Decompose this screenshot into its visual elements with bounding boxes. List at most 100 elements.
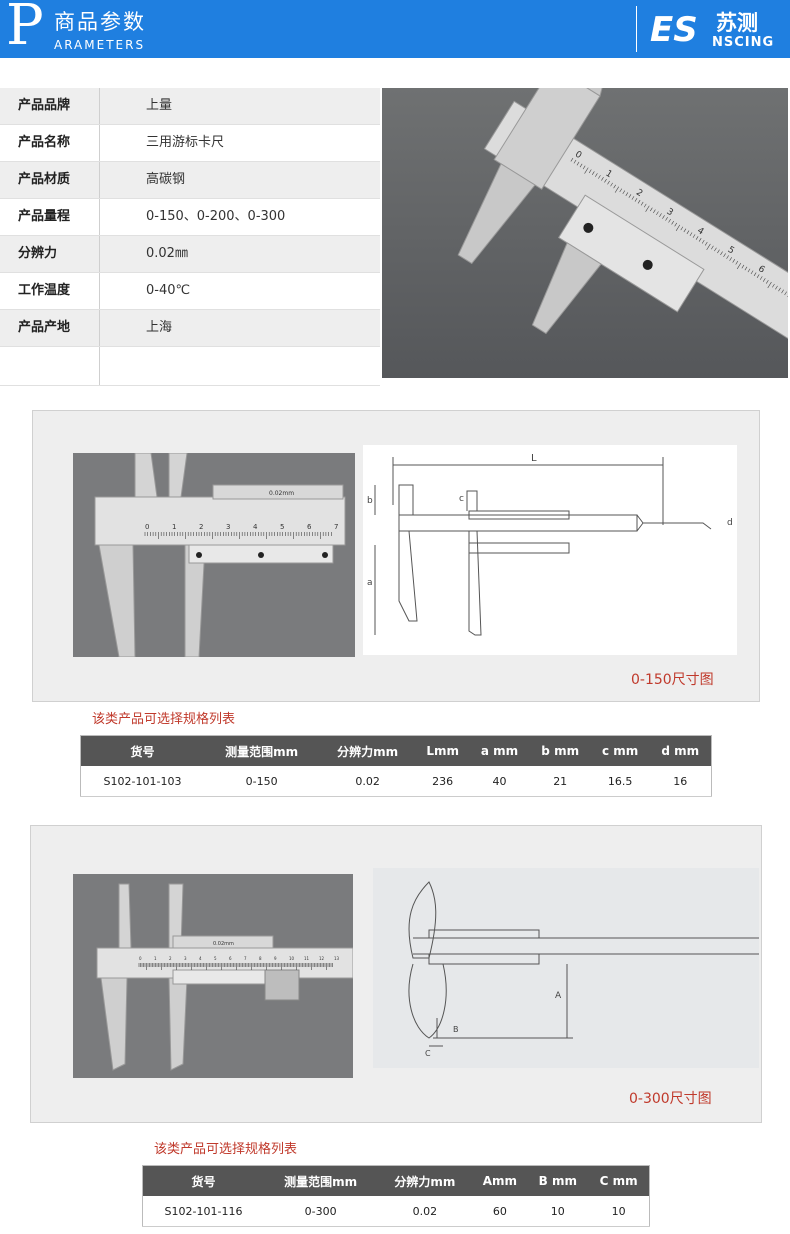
scale-tick [588,169,592,174]
dimension-drawing-0-300: A B C [373,868,759,1068]
table-header-cell: c mm [590,735,650,766]
scale-number: 3 [226,523,230,531]
scale-tick [573,159,577,164]
param-value: 0.02㎜ [146,246,188,261]
scale-tick [640,201,644,206]
scale-tick [778,287,781,292]
table-cell: 60 [472,1196,528,1227]
scale-tick [723,253,726,258]
table-header-cell: C mm [588,1165,650,1196]
scale-number: 6 [307,523,312,531]
param-value: 上量 [146,98,173,113]
scale-tick [759,276,763,280]
scale-number: 13 [334,956,340,961]
scale-tick [726,255,729,259]
scale-number: 6 [756,264,766,276]
table-cell: 16 [649,766,712,797]
scale-number: 0 [139,956,142,961]
scale-tick [735,260,739,265]
scale-tick [631,196,635,200]
scale-number: 9 [274,956,277,961]
scale-tick [570,157,574,162]
table-header-cell: d mm [649,735,712,766]
scale-tick [637,199,641,204]
scale-tick [598,175,601,179]
scale-tick [628,194,632,198]
scale-number: 4 [199,956,202,961]
scale-tick [622,190,626,195]
param-key: 产品量程 [0,199,100,235]
scale-tick [747,268,751,273]
scale-number: 5 [214,956,217,961]
table-header-cell: Lmm [416,735,470,766]
table-cell: 10 [527,1196,589,1227]
dim-label-b: b [367,496,373,506]
scale-number: 6 [229,956,232,961]
scale-number: 2 [199,523,203,531]
scale-tick [720,251,723,256]
table-cell: 0-150 [204,766,320,797]
scale-number: 2 [634,188,644,200]
table-cell: 10 [588,1196,650,1227]
scale-number: 8 [259,956,262,961]
param-row: 产品材质高碳钢 [0,162,380,199]
scale-tick [704,241,708,246]
scale-tick [675,224,681,231]
dim-label-B: B [453,1025,459,1034]
param-key [0,347,100,385]
param-value: 高碳钢 [146,172,186,187]
param-key: 产品名称 [0,125,100,161]
param-key: 产品产地 [0,310,100,346]
dim-label-d: d [727,518,733,528]
dim-label-A: A [555,991,562,1001]
scale-tick [607,180,610,185]
scale-tick [645,205,650,212]
scale-number: 3 [184,956,187,961]
scale-tick [668,218,671,223]
scale-tick [662,215,665,219]
table-cell: 21 [529,766,591,797]
scale-number: 10 [289,956,295,961]
brand-logo: ES [650,10,698,48]
scale-tick [584,167,589,174]
dim-label-c: c [459,494,464,504]
logo-text: ES [650,10,698,48]
scale-tick [643,203,647,208]
scale-number: 1 [172,523,176,531]
page-header: P 商品参数 ARAMETERS ES 苏测 NSCING [0,0,790,58]
param-value [100,347,380,385]
table-cell: 236 [416,766,470,797]
photo2-vernier-label: 0.02mm [213,941,234,947]
param-value: 上海 [146,320,173,335]
table-header-cell: 测量范围mm [204,735,320,766]
param-row: 产品产地 上海 [0,310,380,347]
dimension-drawing-svg: L a b c d [367,453,744,636]
scale-tick [653,209,656,214]
table-header-cell: 测量范围mm [263,1165,378,1196]
scale-number: 0 [573,150,583,162]
table-cell: 0.02 [319,766,417,797]
scale-tick [717,249,720,254]
param-row: 产品品牌上量 [0,88,380,125]
scale-tick [741,264,745,269]
scale-tick [604,178,607,183]
param-row [0,347,380,386]
scale-tick [665,217,668,221]
table-header-cell: 分辨力mm [377,1165,473,1196]
table-cell: S102-101-103 [80,766,205,797]
scale-number: 3 [665,207,675,219]
scale-number: 7 [244,956,247,961]
param-value: 0-40℃ [146,283,191,298]
dim-label-a: a [367,578,373,588]
